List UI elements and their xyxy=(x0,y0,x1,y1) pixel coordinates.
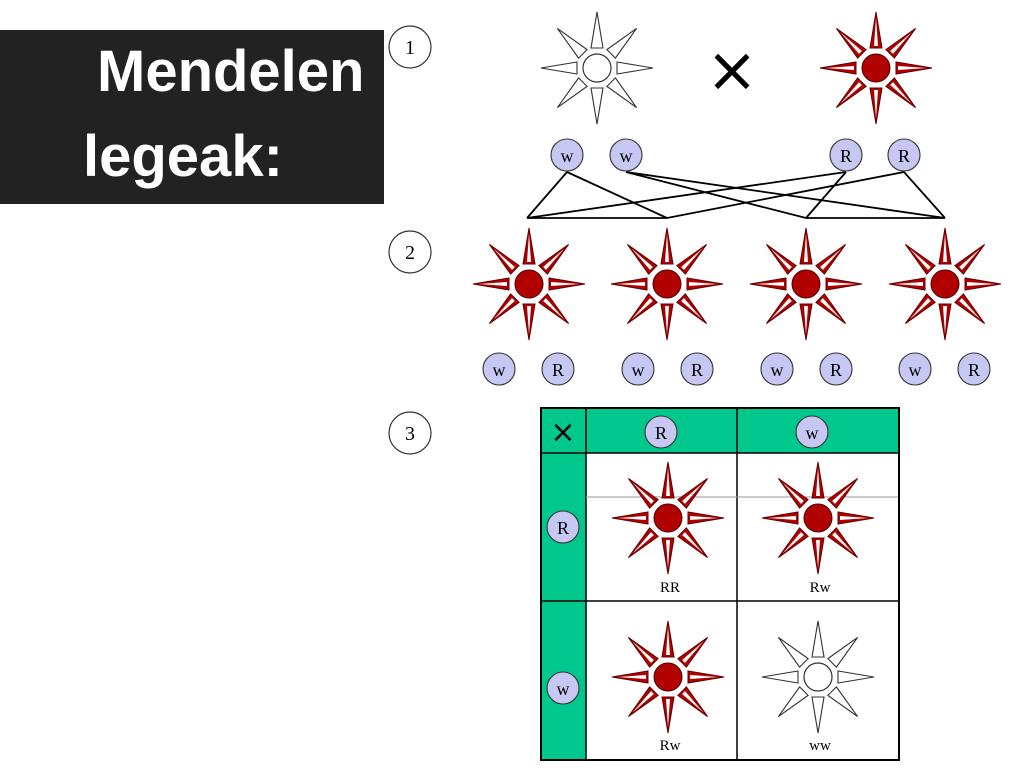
svg-text:R: R xyxy=(830,360,842,380)
offspring-2-alleles: w R xyxy=(621,352,714,386)
svg-text:1: 1 xyxy=(405,37,415,59)
cross-lines xyxy=(526,171,946,219)
punnett-row-header-w: w xyxy=(546,671,580,705)
svg-text:w: w xyxy=(632,360,645,380)
step-label-3: 3 xyxy=(388,411,432,455)
parent-allele-w1: w xyxy=(550,138,584,172)
slide-title-line2: legeak: xyxy=(83,124,283,189)
svg-text:w: w xyxy=(561,146,574,166)
offspring-red-flower-icon xyxy=(473,228,585,340)
parent-allele-R1: R xyxy=(829,138,863,172)
svg-text:w: w xyxy=(806,423,819,443)
parent-allele-w2: w xyxy=(609,138,643,172)
punnett-col-header-R: R xyxy=(644,415,678,449)
punnett-Rw-flower-icon xyxy=(762,462,874,574)
offspring-red-flower-icon xyxy=(750,228,862,340)
step-label-2: 2 xyxy=(388,230,432,274)
punnett-cell-label: Rw xyxy=(810,580,831,596)
parent-allele-R2: R xyxy=(887,138,921,172)
svg-text:w: w xyxy=(620,146,633,166)
punnett-corner: × xyxy=(550,415,575,450)
punnett-cell-label: Rw xyxy=(660,738,681,754)
svg-text:R: R xyxy=(557,518,569,538)
title-box: Mendelen legeak: xyxy=(0,30,384,204)
offspring-3-alleles: w R xyxy=(760,352,853,386)
svg-text:R: R xyxy=(552,360,564,380)
punnett-ww-flower-icon xyxy=(762,621,874,733)
svg-text:w: w xyxy=(493,360,506,380)
offspring-4-alleles: w R xyxy=(898,352,991,386)
svg-text:R: R xyxy=(968,360,980,380)
svg-text:R: R xyxy=(898,146,910,166)
svg-text:3: 3 xyxy=(405,423,415,445)
punnett-square: × R w R w RR Rw Rw ww xyxy=(540,407,900,761)
svg-text:w: w xyxy=(909,360,922,380)
slide-title-line1: Mendelen xyxy=(97,39,365,104)
punnett-cell-label: RR xyxy=(660,580,680,596)
svg-text:R: R xyxy=(691,360,703,380)
cross-symbol: × xyxy=(706,33,758,106)
offspring-1-alleles: w R xyxy=(482,352,575,386)
parent-red-flower-icon xyxy=(820,12,932,124)
svg-text:R: R xyxy=(655,423,667,443)
svg-text:w: w xyxy=(771,360,784,380)
punnett-Rw-flower-icon xyxy=(612,621,724,733)
punnett-cell-label: ww xyxy=(809,738,831,754)
svg-text:2: 2 xyxy=(405,242,415,264)
svg-text:w: w xyxy=(557,679,570,699)
offspring-red-flower-icon xyxy=(611,228,723,340)
punnett-RR-flower-icon xyxy=(612,462,724,574)
punnett-row-header-R: R xyxy=(546,510,580,544)
punnett-col-header-w: w xyxy=(795,415,829,449)
offspring-red-flower-icon xyxy=(889,228,1001,340)
parent-white-flower-icon xyxy=(541,12,653,124)
step-label-1: 1 xyxy=(388,25,432,69)
svg-text:R: R xyxy=(840,146,852,166)
